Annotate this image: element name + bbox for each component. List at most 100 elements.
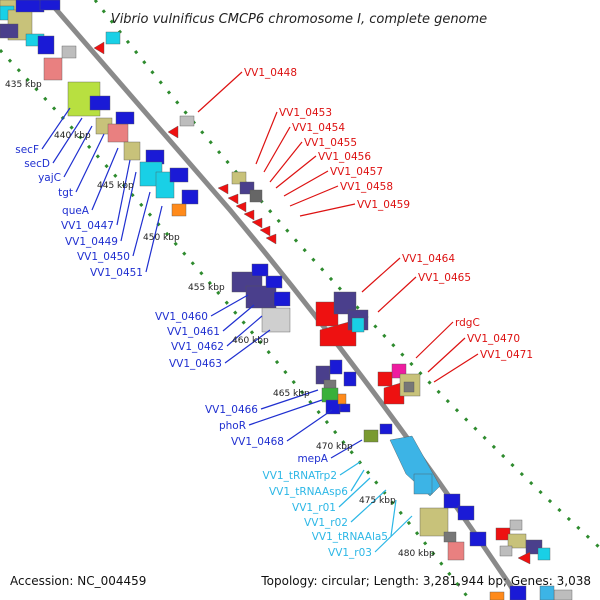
leader-line (248, 399, 323, 426)
gene-blue (469, 531, 487, 547)
leader-line (374, 515, 413, 553)
kbp-tick-label: 445 kbp (97, 181, 134, 191)
gene-red-reverse (383, 381, 405, 405)
gene-gray (443, 531, 457, 543)
gene-gray (249, 189, 263, 203)
kbp-tick-label: 450 kbp (143, 233, 180, 243)
gene-gray (509, 519, 523, 531)
gene-label-left: secD (24, 158, 50, 170)
kbp-tick-label: 470 kbp (316, 442, 353, 452)
gene-blue (379, 423, 393, 435)
gene-pink (43, 57, 63, 81)
gene-label-left: VV1_0466 (205, 404, 258, 416)
gene-gray (179, 115, 195, 127)
gene-khaki (231, 171, 247, 185)
kbp-tick-label: 465 kbp (273, 389, 310, 399)
gene-label-left: phoR (219, 420, 246, 432)
gene-navy (315, 365, 331, 385)
gene-label-left: VV1_0447 (61, 220, 114, 232)
leader-line (286, 409, 333, 442)
kbp-tick-label: 475 kbp (359, 496, 396, 506)
gene-label-left: VV1_0450 (77, 251, 130, 263)
gene-gray (61, 45, 77, 59)
leader-line (283, 170, 329, 197)
gene-blue (273, 291, 291, 307)
leader-line (210, 294, 249, 317)
kbp-tick-label: 440 kbp (54, 131, 91, 141)
gene-label-left: VV1_0449 (65, 236, 118, 248)
leader-line (222, 304, 255, 332)
gene-label-right: VV1_0454 (292, 122, 345, 134)
gene-labels: secFsecDyajCtgtqueAVV1_0447VV1_0449VV1_0… (15, 67, 533, 559)
gene-label-right: VV1_0471 (480, 349, 533, 361)
leader-line (415, 321, 454, 359)
gene-blue (181, 189, 199, 205)
gene-label-left: VV1_0460 (155, 311, 208, 323)
gene-cyan (155, 171, 175, 199)
gene-blue (37, 35, 55, 55)
gene-blue (169, 167, 189, 183)
gene-blue (265, 275, 283, 289)
kbp-tick-label: 455 kbp (188, 283, 225, 293)
leader-line (427, 337, 466, 373)
gene-red-reverse (319, 319, 357, 347)
gene-label-right: VV1_0470 (467, 333, 520, 345)
leader-line (361, 257, 401, 293)
leader-line (350, 489, 387, 523)
gene-label-right: VV1_0456 (318, 151, 371, 163)
gene-cyan (105, 31, 121, 45)
gene-red-reverse (259, 225, 271, 237)
gene-label-left: VV1_r01 (292, 502, 336, 514)
leader-line (120, 171, 137, 242)
gene-label-right: VV1_0457 (330, 166, 383, 178)
leader-line (41, 107, 71, 150)
gene-label-left: VV1_0461 (167, 326, 220, 338)
gene-navy (0, 23, 19, 39)
gene-orange (489, 591, 505, 600)
gene-label-left: queA (62, 205, 90, 217)
leader-line (91, 147, 119, 211)
gene-label-left: VV1_tRNATrp2 (263, 470, 337, 482)
gene-features (0, 0, 573, 600)
leader-line (197, 71, 243, 113)
gene-khaki (419, 507, 449, 537)
leader-line (350, 469, 365, 492)
leader-line (132, 191, 151, 257)
gene-olive (363, 429, 379, 443)
gene-red-reverse (217, 183, 229, 195)
leader-line (263, 126, 291, 173)
gene-label-left: VV1_tRNAAsp6 (269, 486, 348, 498)
leader-line (260, 389, 319, 410)
gene-blue (329, 359, 343, 375)
gene-label-left: tgt (58, 187, 73, 199)
leader-line (433, 353, 479, 383)
gene-pink (447, 541, 465, 561)
gene-label-left: VV1_tRNAAla5 (312, 531, 388, 543)
gene-blue (251, 263, 269, 277)
leader-line (269, 141, 303, 183)
leader-line (224, 329, 271, 364)
kbp-tick-label: 480 kbp (398, 549, 435, 559)
gene-label-right: rdgC (455, 317, 480, 329)
gene-blue (457, 505, 475, 521)
gene-blue (39, 0, 61, 11)
leader-line (75, 133, 105, 193)
gene-label-right: VV1_0464 (402, 253, 455, 265)
gene-label-right: VV1_0459 (357, 199, 410, 211)
gene-khaki (123, 141, 141, 161)
gene-blue (339, 403, 351, 413)
kbp-tick-label: 460 kbp (232, 336, 269, 346)
gene-red-reverse (251, 217, 263, 229)
gene-red (377, 371, 393, 387)
gene-gray (261, 307, 291, 333)
chromosome-backbone (46, 0, 523, 600)
gene-sky (539, 585, 555, 600)
gene-red-reverse (93, 41, 105, 55)
gene-blue (509, 585, 527, 600)
gene-blue (89, 95, 111, 111)
gene-label-left: VV1_0462 (171, 341, 224, 353)
gene-gray (403, 381, 415, 393)
gene-pink (107, 123, 129, 143)
